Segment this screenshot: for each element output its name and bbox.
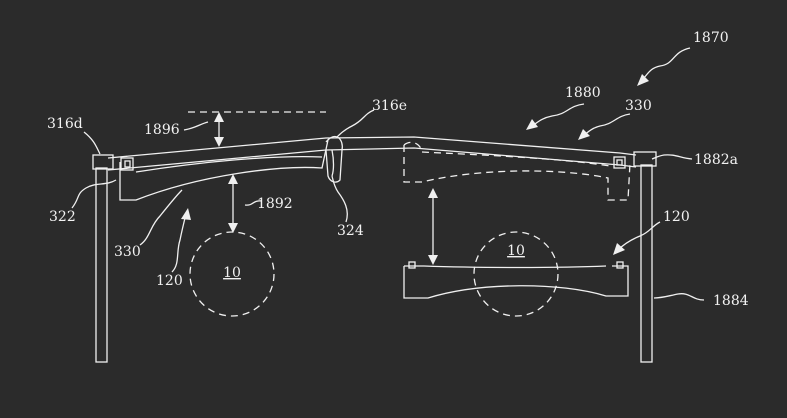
left-eye-circle [189, 231, 275, 317]
label-1882a: 1882a [694, 152, 738, 168]
label-10-left: 10 [223, 265, 241, 281]
left-display-assembly [119, 139, 329, 201]
right-display-assembly-lowered [403, 261, 629, 299]
label-330-left: 330 [114, 244, 141, 260]
label-120-left: 120 [156, 273, 183, 289]
left-side-arm [92, 154, 114, 363]
label-322: 322 [49, 209, 76, 225]
label-1884: 1884 [713, 293, 749, 309]
label-1892: 1892 [257, 196, 293, 212]
left-double-arrow [228, 174, 238, 233]
tilt-reference [188, 111, 326, 147]
bridge-hinge [325, 135, 343, 183]
label-120-right: 120 [663, 209, 690, 225]
label-10-right: 10 [507, 243, 525, 259]
label-316e: 316e [372, 98, 407, 114]
right-eye-circle [473, 231, 559, 317]
label-316d: 316d [47, 116, 83, 132]
right-side-arm [633, 151, 657, 363]
label-330-right: 330 [625, 98, 652, 114]
label-1880: 1880 [565, 85, 601, 101]
label-1896: 1896 [144, 122, 180, 138]
right-display-assembly-dashed [403, 141, 631, 201]
leader-lines [71, 47, 705, 301]
label-1870: 1870 [693, 30, 729, 46]
right-double-arrow [428, 188, 438, 265]
label-324: 324 [337, 223, 364, 239]
